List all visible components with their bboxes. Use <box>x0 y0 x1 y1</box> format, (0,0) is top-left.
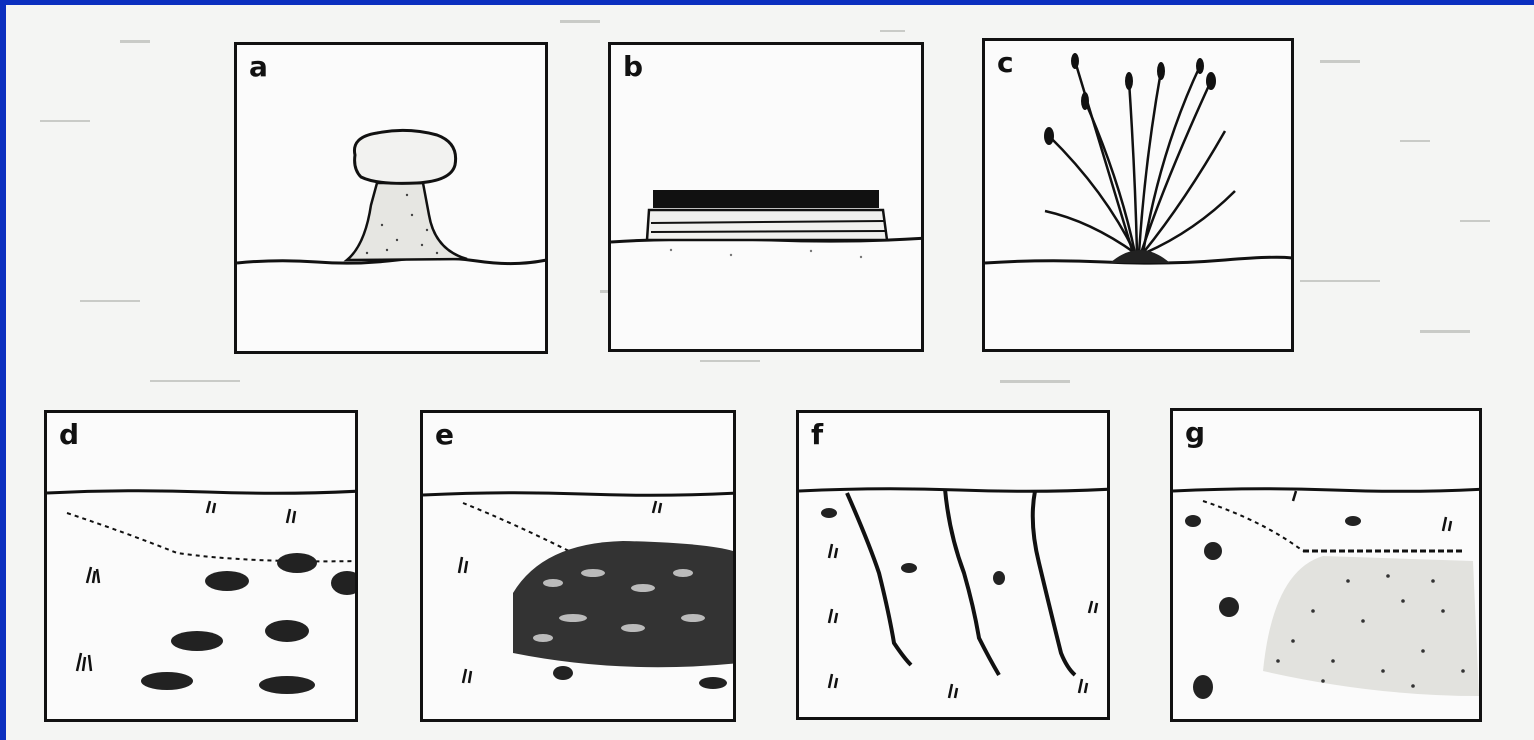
sand-fan-drawing <box>1173 411 1482 722</box>
panel-a-pedestal-rock: a <box>234 42 548 354</box>
scattered-clumps-drawing <box>47 413 358 722</box>
panel-e-stone-pavement: e <box>420 410 736 722</box>
panel-b-flat-slab: b <box>608 42 924 352</box>
panel-d-scattered-clumps: d <box>44 410 358 722</box>
stone-pavement-drawing <box>423 413 736 722</box>
panel-g-sand-fan: g <box>1170 408 1482 722</box>
rills-drawing <box>799 413 1110 720</box>
pedestal-rock-drawing <box>237 45 548 354</box>
grass-clump-drawing <box>985 41 1294 352</box>
flat-slab-drawing <box>611 45 924 352</box>
panel-c-grass-clump: c <box>982 38 1294 352</box>
panel-f-rills: f <box>796 410 1110 720</box>
